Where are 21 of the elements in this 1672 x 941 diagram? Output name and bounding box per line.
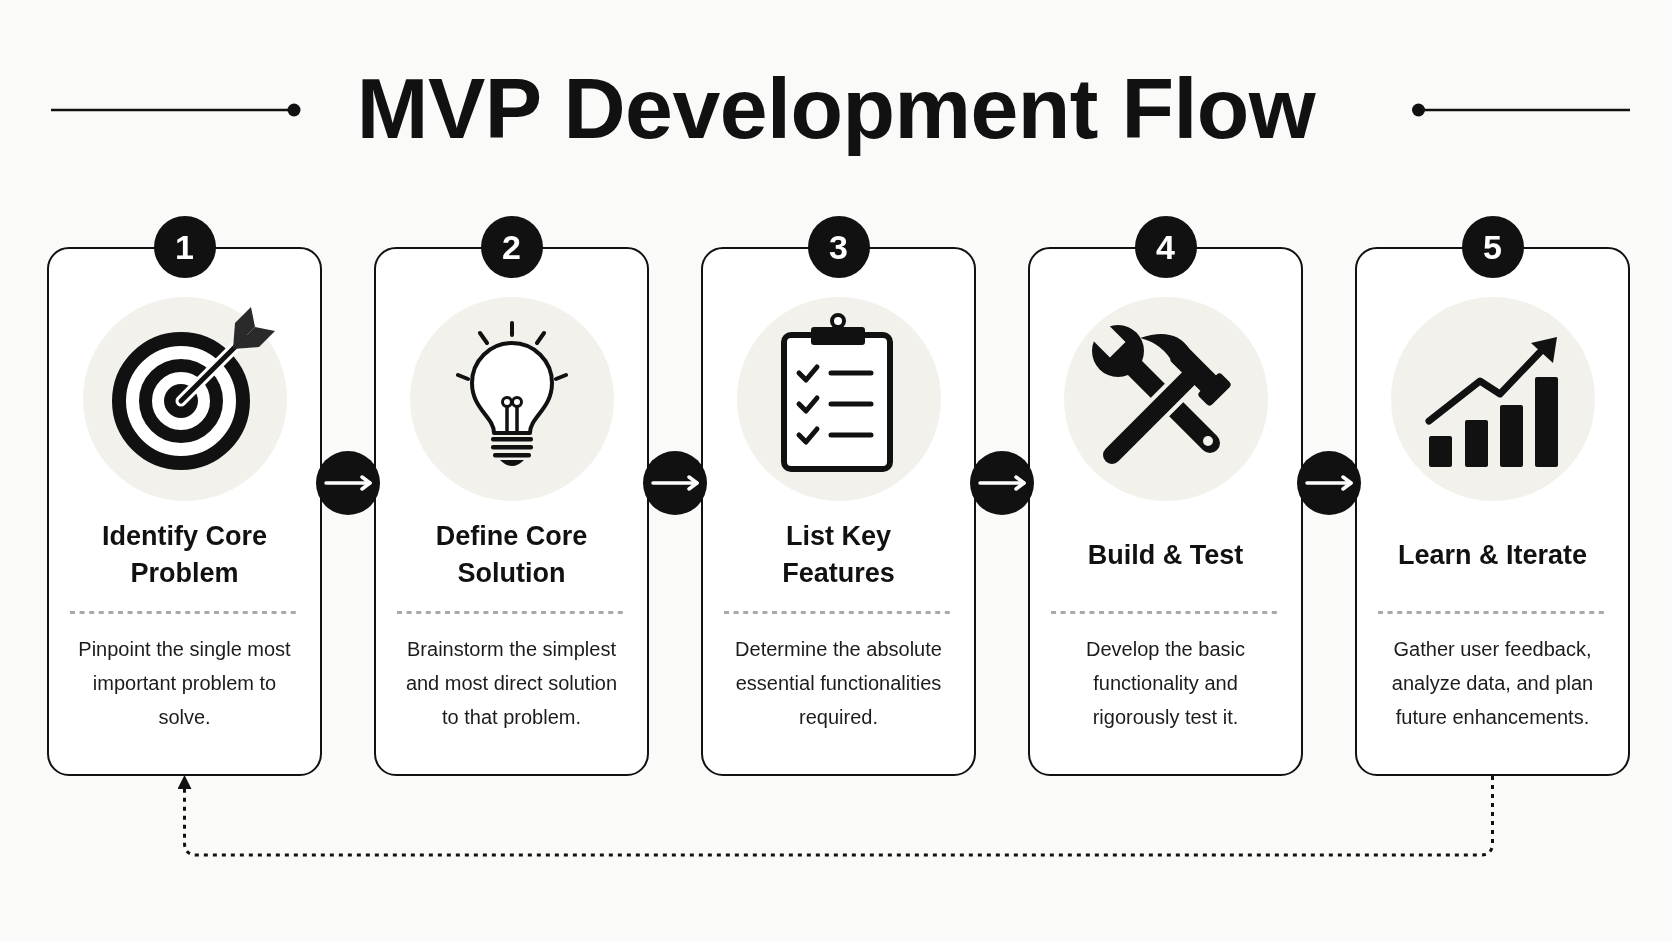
arrow-connector xyxy=(1297,451,1361,515)
step-number-badge: 2 xyxy=(480,216,543,278)
arrow-connector xyxy=(316,451,380,515)
step-number-badge: 4 xyxy=(1134,216,1197,278)
step-title: Identify Core Problem xyxy=(101,520,268,590)
step-title: List Key Features xyxy=(781,520,896,590)
step-number-badge: 1 xyxy=(153,216,216,278)
step-title: Learn & Iterate xyxy=(1397,538,1588,572)
step-number-badge: 5 xyxy=(1461,216,1524,278)
step-description: Determine the absolute essential functionalities required. xyxy=(734,637,943,730)
step-description: Pinpoint the single most important problem to solve. xyxy=(77,637,292,730)
step-description: Gather user feedback, analyze data, and plan future enhancements. xyxy=(1390,637,1595,730)
feedback-loop-arrow xyxy=(177,775,1494,857)
arrow-connector xyxy=(970,451,1034,515)
step-title: Build & Test xyxy=(1087,538,1244,572)
step-title: Define Core Solution xyxy=(434,520,589,590)
step-description: Develop the basic functionality and rigorously test it. xyxy=(1085,637,1246,730)
title: MVP Development Flow xyxy=(356,59,1316,158)
step-number-badge: 3 xyxy=(807,216,870,278)
step-description: Brainstorm the simplest and most direct solution to that problem. xyxy=(404,637,619,730)
arrow-connector xyxy=(643,451,707,515)
